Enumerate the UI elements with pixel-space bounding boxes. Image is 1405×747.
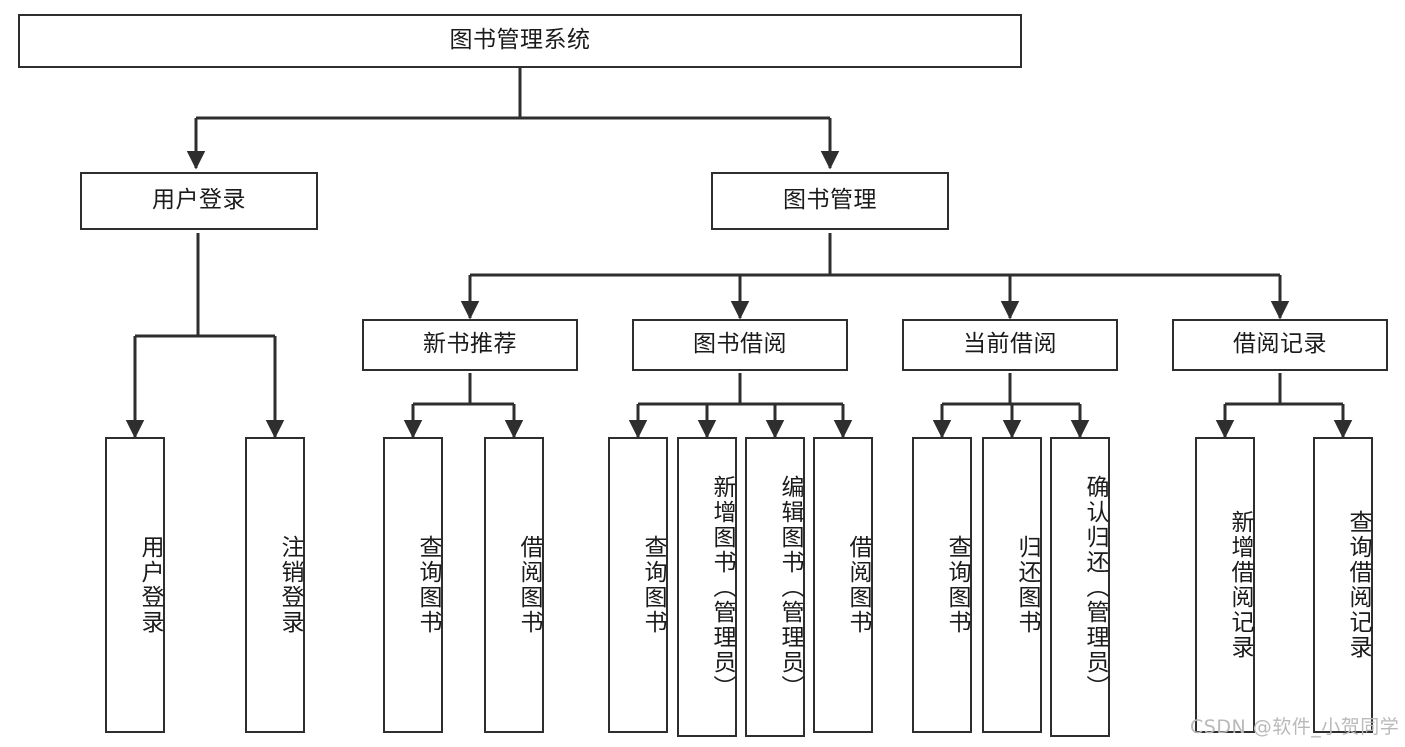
node-leaf-add-record[interactable]: 新增借阅记录 — [1195, 437, 1255, 733]
node-root[interactable]: 图书管理系统 — [18, 14, 1022, 68]
node-leaf-add-book-label: 新增图书（管理员） — [709, 474, 735, 700]
node-leaf-confirm-return[interactable]: 确认归还（管理员） — [1050, 437, 1110, 737]
node-leaf-confirm-return-label: 确认归还（管理员） — [1082, 474, 1108, 700]
node-root-label: 图书管理系统 — [449, 27, 591, 54]
node-leaf-return-book-label: 归还图书 — [1014, 535, 1040, 635]
node-leaf-borrow-book-1[interactable]: 借阅图书 — [484, 437, 544, 733]
node-leaf-query-book-1-label: 查询图书 — [415, 535, 441, 635]
node-leaf-edit-book[interactable]: 编辑图书（管理员） — [745, 437, 805, 737]
node-leaf-borrow-book-2[interactable]: 借阅图书 — [813, 437, 873, 733]
node-current-borrow-label: 当前借阅 — [963, 331, 1057, 358]
node-borrow-record-label: 借阅记录 — [1233, 331, 1327, 358]
node-book-management-label: 图书管理 — [783, 187, 877, 214]
node-book-management[interactable]: 图书管理 — [711, 172, 949, 230]
node-leaf-return-book[interactable]: 归还图书 — [982, 437, 1042, 733]
node-leaf-user-logout[interactable]: 注销登录 — [245, 437, 305, 733]
node-leaf-borrow-book-2-label: 借阅图书 — [845, 535, 871, 635]
node-leaf-query-book-2[interactable]: 查询图书 — [608, 437, 668, 733]
node-leaf-query-record[interactable]: 查询借阅记录 — [1313, 437, 1373, 733]
node-leaf-query-book-3-label: 查询图书 — [944, 535, 970, 635]
node-leaf-user-login[interactable]: 用户登录 — [105, 437, 165, 733]
node-user-login-label: 用户登录 — [152, 187, 246, 214]
node-leaf-query-book-3[interactable]: 查询图书 — [912, 437, 972, 733]
node-borrow-record[interactable]: 借阅记录 — [1172, 319, 1388, 371]
node-new-book-recommend[interactable]: 新书推荐 — [362, 319, 578, 371]
node-new-book-recommend-label: 新书推荐 — [423, 331, 517, 358]
node-book-borrow-label: 图书借阅 — [693, 331, 787, 358]
node-user-login[interactable]: 用户登录 — [80, 172, 318, 230]
node-book-borrow[interactable]: 图书借阅 — [632, 319, 848, 371]
node-current-borrow[interactable]: 当前借阅 — [902, 319, 1118, 371]
node-leaf-query-record-label: 查询借阅记录 — [1345, 510, 1371, 660]
node-leaf-add-record-label: 新增借阅记录 — [1227, 510, 1253, 660]
node-leaf-edit-book-label: 编辑图书（管理员） — [777, 474, 803, 700]
node-leaf-borrow-book-1-label: 借阅图书 — [516, 535, 542, 635]
node-leaf-add-book[interactable]: 新增图书（管理员） — [677, 437, 737, 737]
node-leaf-user-logout-label: 注销登录 — [277, 535, 303, 635]
csdn-watermark: CSDN @软件_小贺同学 — [1190, 716, 1400, 738]
node-leaf-query-book-2-label: 查询图书 — [640, 535, 666, 635]
node-leaf-user-login-label: 用户登录 — [137, 535, 163, 635]
node-leaf-query-book-1[interactable]: 查询图书 — [383, 437, 443, 733]
